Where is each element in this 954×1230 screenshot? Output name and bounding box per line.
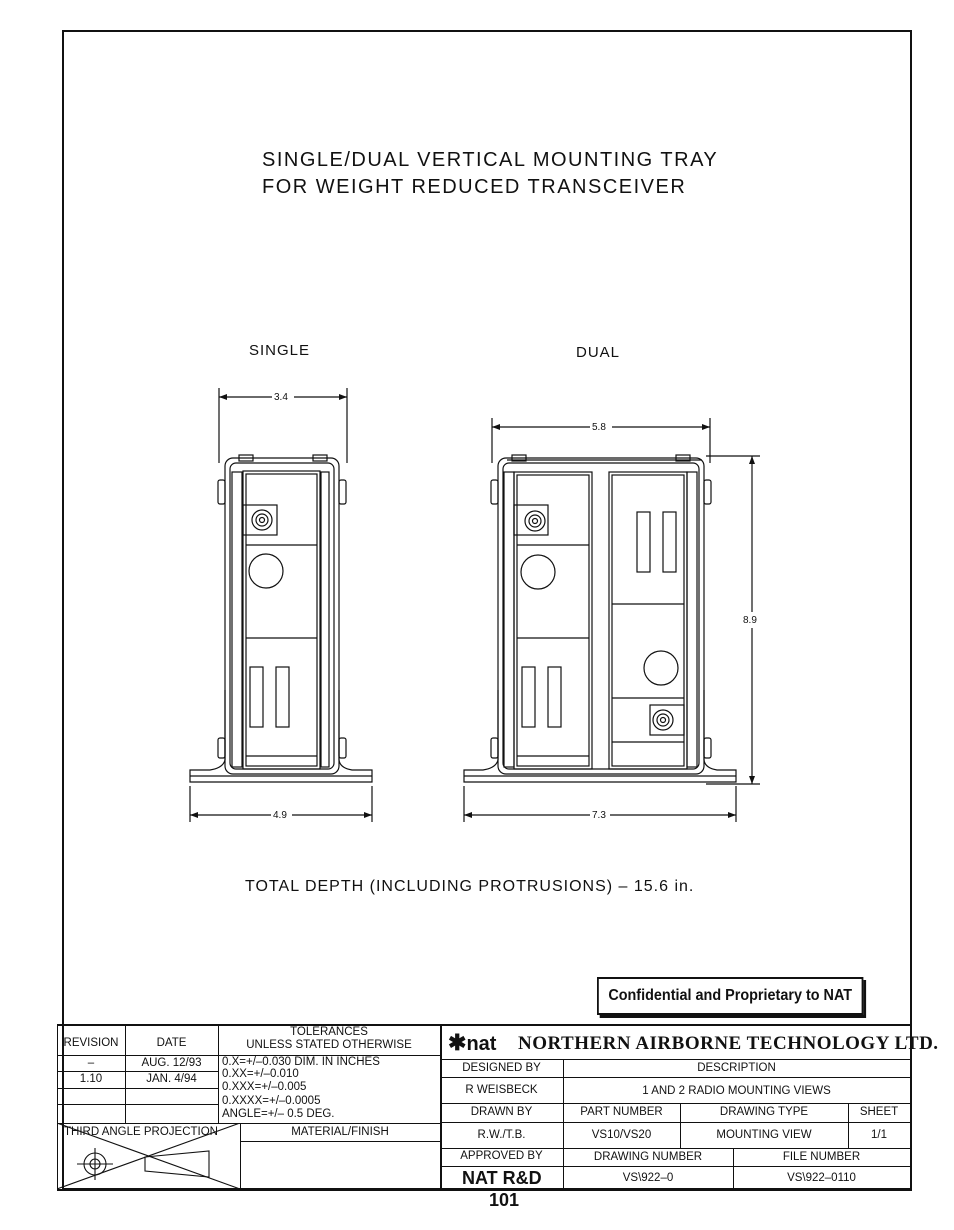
third-angle-projection-symbol: [57, 1123, 241, 1190]
drawing-number-label: DRAWING NUMBER: [593, 1151, 703, 1163]
single-width-dim: 3.4: [274, 391, 288, 404]
single-base-dim: 4.9: [273, 809, 287, 822]
dual-tray-drawing: [463, 418, 760, 822]
approved-by-label: APPROVED BY: [460, 1150, 543, 1162]
dual-view-label: DUAL: [576, 344, 621, 361]
revision-1-date: AUG. 12/93: [141, 1057, 202, 1069]
drawn-by-value: R.W./T.B.: [477, 1129, 526, 1141]
part-number-value: VS10/VS20: [591, 1129, 652, 1141]
revision-2: 1.10: [79, 1073, 103, 1085]
total-depth-note: TOTAL DEPTH (INCLUDING PROTRUSIONS) – 15…: [245, 878, 695, 895]
tolerances-subheader: UNLESS STATED OTHERWISE: [246, 1039, 412, 1051]
tolerances-header: TOLERANCES: [290, 1026, 368, 1038]
nat-logo: ✱nat: [448, 1030, 496, 1056]
material-finish-label: MATERIAL/FINISH: [291, 1126, 389, 1138]
drawing-title: SINGLE/DUAL VERTICAL MOUNTING TRAY FOR W…: [262, 147, 718, 201]
date-header: DATE: [156, 1037, 187, 1049]
confidential-text: Confidential and Proprietary to NAT: [608, 987, 853, 1004]
revision-header: REVISION: [63, 1037, 119, 1049]
dual-base-dim: 7.3: [592, 809, 606, 822]
tolerance-4: 0.XXXX=+/–0.0005: [222, 1095, 321, 1107]
designed-by-value: R WEISBECK: [465, 1084, 538, 1096]
title-line-2: FOR WEIGHT REDUCED TRANSCEIVER: [262, 176, 687, 198]
projection-label: THIRD ANGLE PROJECTION: [64, 1126, 218, 1138]
file-number-value: VS\922–0110: [787, 1172, 856, 1184]
drawn-by-label: DRAWN BY: [470, 1106, 533, 1118]
sheet-label: SHEET: [859, 1106, 899, 1118]
single-tray-drawing: [189, 388, 373, 822]
title-line-1: SINGLE/DUAL VERTICAL MOUNTING TRAY: [262, 149, 719, 171]
file-number-label: FILE NUMBER: [782, 1151, 861, 1163]
tolerance-1: 0.X=+/–0.030 DIM. IN INCHES: [222, 1056, 380, 1068]
confidential-stamp: Confidential and Proprietary to NAT: [597, 977, 864, 1015]
dual-height-dim: 8.9: [743, 614, 757, 627]
tolerance-5: ANGLE=+/– 0.5 DEG.: [222, 1108, 335, 1120]
nat-star-icon: ✱: [448, 1030, 467, 1055]
drawing-type-value: MOUNTING VIEW: [716, 1129, 812, 1141]
single-view-label: SINGLE: [249, 342, 311, 359]
revision-1: –: [87, 1057, 95, 1069]
tolerance-2: 0.XX=+/–0.010: [222, 1068, 299, 1080]
drawing-type-label: DRAWING TYPE: [719, 1106, 809, 1118]
company-name: NORTHERN AIRBORNE TECHNOLOGY LTD.: [518, 1033, 939, 1054]
description-value: 1 AND 2 RADIO MOUNTING VIEWS: [642, 1085, 831, 1097]
revision-2-date: JAN. 4/94: [146, 1073, 197, 1085]
approved-by-value: NAT R&D: [462, 1168, 542, 1188]
drawing-number-value: VS\922–0: [622, 1172, 674, 1184]
part-number-label: PART NUMBER: [580, 1106, 663, 1118]
tolerance-3: 0.XXX=+/–0.005: [222, 1081, 307, 1093]
page-number: 101: [489, 1190, 520, 1210]
nat-logo-text: nat: [466, 1033, 497, 1055]
dual-width-dim: 5.8: [592, 421, 606, 434]
designed-by-label: DESIGNED BY: [462, 1062, 541, 1074]
sheet-value: 1/1: [871, 1129, 887, 1141]
description-label: DESCRIPTION: [697, 1062, 776, 1074]
